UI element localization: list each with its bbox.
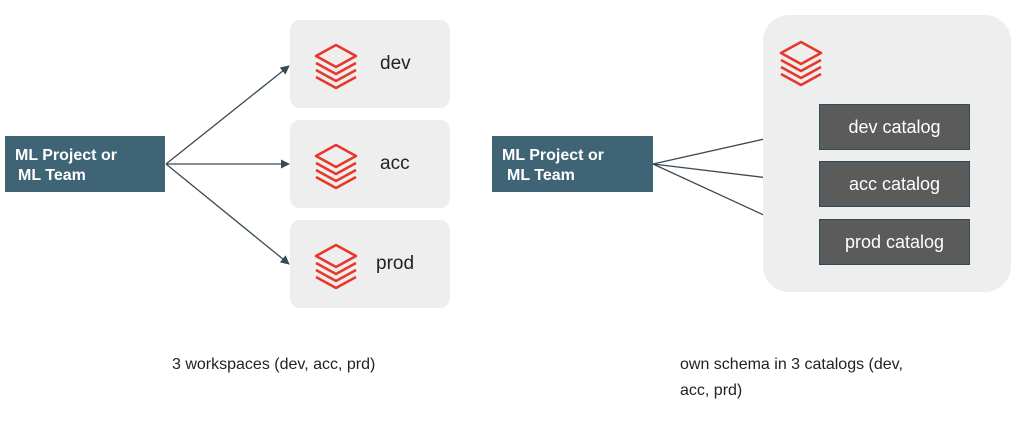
workspace-label: dev — [380, 53, 411, 74]
arrow-to-dev-workspace — [165, 65, 290, 165]
databricks-stack-icon — [314, 43, 358, 90]
caption-catalogs: own schema in 3 catalogs (dev, acc, prd) — [680, 352, 903, 404]
workspace-label: prod — [376, 253, 415, 274]
workspace-card-acc: acc — [290, 120, 450, 208]
workspace-label: acc — [380, 153, 410, 174]
databricks-stack-icon — [779, 40, 823, 87]
caption-catalogs-line1: own schema in 3 catalogs (dev, — [680, 356, 903, 373]
ml-team-box-right: ML Project or ML Team — [492, 136, 653, 192]
databricks-stack-icon — [314, 243, 358, 290]
team-label-line1: ML Project or — [15, 147, 117, 164]
catalog-box-acc: acc catalog — [819, 161, 970, 207]
team-label-line1: ML Project or — [502, 147, 604, 164]
team-label-line2: ML Team — [507, 167, 575, 184]
workspace-card-prod: prod — [290, 220, 450, 308]
ml-team-box-left: ML Project or ML Team — [5, 136, 165, 192]
catalog-box-prod: prod catalog — [819, 219, 970, 265]
workspace-card-dev: dev — [290, 20, 450, 108]
team-label-line2: ML Team — [18, 167, 86, 184]
caption-catalogs-line2: acc, prd) — [680, 382, 743, 399]
caption-workspaces: 3 workspaces (dev, acc, prd) — [172, 356, 376, 373]
arrow-to-prod-workspace — [165, 163, 290, 265]
catalog-box-dev: dev catalog — [819, 104, 970, 150]
databricks-stack-icon — [314, 143, 358, 190]
